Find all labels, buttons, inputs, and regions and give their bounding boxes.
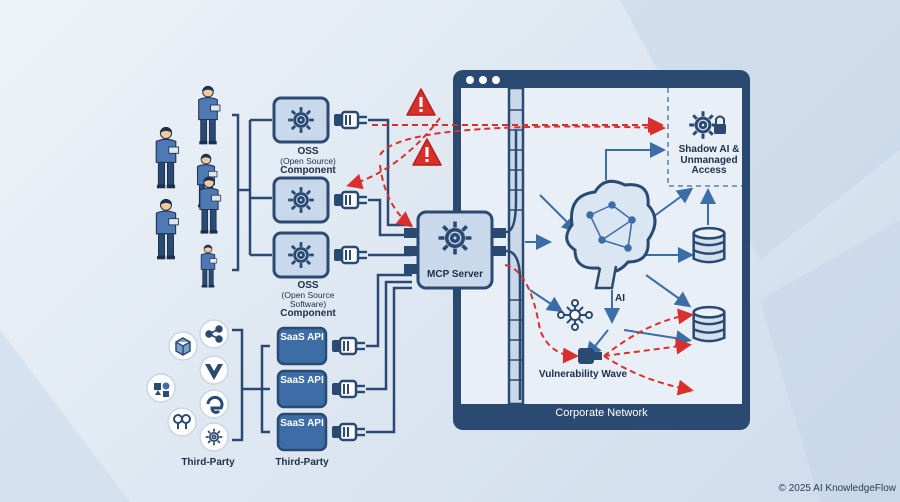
corporate-network-label: Corporate Network — [555, 407, 648, 419]
shadow-ai-label: Shadow AI & Unmanaged Access — [678, 144, 740, 176]
copyright: © 2025 AI KnowledgeFlow — [778, 483, 896, 494]
plug-icon — [578, 348, 602, 364]
saas-api-label-2: SaaS API — [280, 375, 324, 386]
ai-label: AI — [615, 293, 625, 304]
saas-api-label-3: SaaS API — [280, 418, 324, 429]
brain-network-icon — [565, 179, 657, 290]
oss-bottom-kind-label: Component — [280, 308, 336, 319]
third-party-label-left: Third-Party — [181, 457, 235, 468]
oss-component-2 — [272, 176, 368, 224]
oss-top-kind-label: Component — [280, 165, 336, 176]
vulnerability-wave-label: Vulnerability Wave — [538, 369, 628, 380]
oss-top-label: OSS — [297, 146, 319, 157]
third-party-label-right: Third-Party — [275, 457, 329, 468]
oss-top-sub-label: (Open Source) — [280, 156, 336, 166]
mcp-server-label: MCP Server — [427, 269, 483, 280]
oss-component-3 — [272, 231, 368, 279]
oss-bottom-sub-label: (Open Source Software) — [281, 290, 335, 309]
saas-api-label-1: SaaS API — [280, 332, 324, 343]
oss-component-1 — [272, 96, 368, 144]
oss-bottom-label: OSS — [297, 280, 319, 291]
